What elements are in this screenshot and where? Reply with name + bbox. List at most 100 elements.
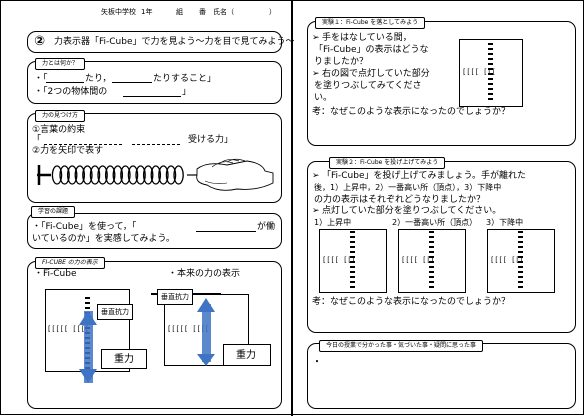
led-segment xyxy=(429,271,434,273)
exp1-bullet-1: ➢ xyxy=(312,33,320,43)
spring-hand-illustration xyxy=(37,158,274,191)
spring-coil xyxy=(51,165,63,185)
led-segment xyxy=(350,251,355,253)
led-segment xyxy=(488,93,493,95)
left-gravity-label: 重力 xyxy=(114,354,134,365)
exp2-label-top: 2）一番高い所（頂点） xyxy=(392,218,478,227)
spring-coil xyxy=(89,165,101,185)
exp2-cube-falling-dashcol xyxy=(518,231,526,293)
led-segment xyxy=(518,286,523,288)
force-line2-end: 」 xyxy=(182,87,192,97)
led-segment xyxy=(350,271,355,273)
led-segment xyxy=(350,261,355,263)
right-gravity-label: 重力 xyxy=(236,350,256,361)
display-tag: FI-CUBE の力の表示 xyxy=(35,257,105,269)
led-segment xyxy=(518,251,523,253)
reflection-box[interactable]: ・ xyxy=(307,343,576,409)
spring-coil xyxy=(127,165,139,185)
led-segment xyxy=(518,271,523,273)
led-segment xyxy=(518,256,523,258)
spring-coil xyxy=(135,165,146,185)
display-left-label: ・Fi-Cube xyxy=(34,269,77,279)
spring-coil xyxy=(173,165,184,185)
exp2-consider: 考：なぜこのような表示になったのでしょうか？ xyxy=(312,297,511,307)
howto-line2-end: 受ける力」 xyxy=(188,135,234,145)
header-class: 組 xyxy=(176,8,183,16)
spring-coil xyxy=(165,165,177,185)
led-segment xyxy=(518,281,523,283)
led-segment xyxy=(85,307,90,309)
left-arrows-icon xyxy=(79,311,97,383)
led-segment xyxy=(429,246,434,248)
exp2-bullet-1: ➢ xyxy=(312,171,320,181)
header-number: 番 xyxy=(199,8,206,16)
howto-tag: 力の見つけ方 xyxy=(35,110,86,122)
header-name-close: ） xyxy=(269,8,276,16)
exp1-cube-bars: [[[[ [[[ xyxy=(462,68,496,76)
led-segment xyxy=(350,266,355,268)
blank-5[interactable] xyxy=(132,144,180,145)
led-segment xyxy=(429,231,434,233)
exp2-q1-line3: の力の表示はそれぞれどうなりましたか？ xyxy=(314,195,486,205)
exp1-q2-line1: 右の図で点灯していた部分 xyxy=(322,69,430,79)
exp2-bullet-2: ➢ xyxy=(312,206,320,216)
right-gravity-label-box: 重力 xyxy=(223,344,271,366)
led-segment xyxy=(488,68,493,70)
force-line1-mid: たり， xyxy=(85,74,112,84)
force-line1-prefix: ・「 xyxy=(34,74,48,84)
led-segment xyxy=(488,83,493,85)
howto-line1: ①言葉の約束 xyxy=(32,125,86,135)
led-segment xyxy=(429,261,434,263)
spring-coil xyxy=(97,165,108,185)
exp1-bullet-2: ➢ xyxy=(312,69,320,79)
exp2-label-falling: 3）下降中 xyxy=(486,218,524,227)
blank-6[interactable] xyxy=(196,231,256,232)
ficube-right-bars: [[[[[ [[[[ xyxy=(167,325,210,333)
spring-coil xyxy=(120,165,131,185)
howto-box: ①言葉の約束 「 受ける力」 ②力を矢印で表す xyxy=(27,113,282,203)
led-segment xyxy=(518,236,523,238)
led-segment xyxy=(488,73,493,75)
blank-2[interactable] xyxy=(112,82,152,83)
spring-coil xyxy=(112,165,124,185)
task-box: ・「Fi-Cube」を使って，「 が働 いているのか」を実感してみよう。 xyxy=(27,213,282,249)
task-tag: 学習の課題 xyxy=(31,206,76,218)
howto-line3: ②力を矢印で表す xyxy=(32,146,104,156)
exp2-label-rising: 1）上昇中 xyxy=(314,218,352,227)
spring-coil xyxy=(104,165,116,185)
spring-coil xyxy=(150,165,162,185)
task-line1-end: が働 xyxy=(257,222,276,232)
column-divider xyxy=(291,1,293,416)
exp1-cube-dashcol xyxy=(488,43,496,105)
exp2-cube-top-dashcol xyxy=(429,231,437,293)
led-segment xyxy=(350,241,355,243)
led-segment xyxy=(518,276,523,278)
display-right-label: ・本来の力の表示 xyxy=(168,269,241,279)
led-segment xyxy=(429,256,434,258)
led-segment xyxy=(488,78,493,80)
exp1-consider: 考：なぜこのような表示になったのでしょうか？ xyxy=(312,107,511,117)
exp2-q1-line2: 後，1）上昇中，2）一番高い所（頂点），3）下降中 xyxy=(314,183,502,192)
experiment1-box: ➢ 手をはなしている間， 「Fi-Cube」の表示はどうな りましたか？ ➢ 右… xyxy=(307,21,576,146)
force-line1-end: たりすること」 xyxy=(153,74,217,84)
exp1-q2-line2: を塗りつぶしてみてくださ xyxy=(314,81,422,91)
right-normal-force-label: 垂直抗力 xyxy=(161,293,189,301)
force-line2: ・「2つの物体間の xyxy=(34,87,108,97)
exp2-q2-line1: 点灯していた部分を塗りつぶしてください。 xyxy=(322,206,502,216)
ficube-left-bars: [[[[[ [[[[ xyxy=(47,325,90,333)
exp2-cube-rising-bars: [[[[ [[[ xyxy=(322,256,356,264)
led-segment xyxy=(350,236,355,238)
spring-coil xyxy=(142,165,154,185)
blank-1[interactable] xyxy=(46,82,84,83)
led-segment xyxy=(350,276,355,278)
led-segment xyxy=(518,266,523,268)
title-text: 力表示器「Fi-Cube」で力を見よう～力を目で見てみよう～ xyxy=(54,37,295,47)
spring-coil xyxy=(82,165,93,185)
led-segment xyxy=(488,53,493,55)
exp2-cube-rising-dashcol xyxy=(350,231,358,293)
exp2-cube-falling-bars: [[[[ [[[ xyxy=(490,256,524,264)
blank-3[interactable] xyxy=(123,96,181,97)
led-segment xyxy=(429,241,434,243)
blank-4[interactable] xyxy=(44,144,122,145)
